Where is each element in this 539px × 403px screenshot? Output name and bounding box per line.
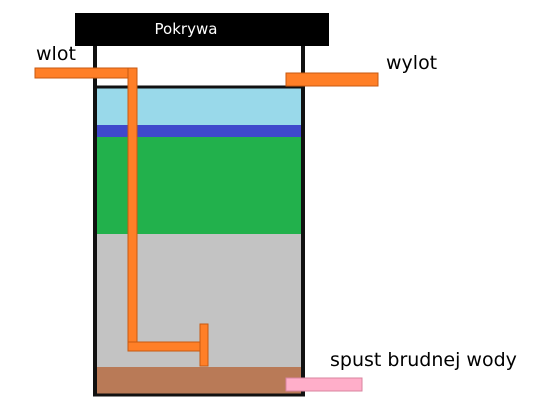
inlet-pipe-tee [199,323,209,367]
inlet-pipe-bottom [127,341,206,352]
outlet-label: wylot [386,52,437,74]
lid-block [75,13,329,46]
lid-label: Pokrywa [155,20,218,38]
inlet-pipe-vertical [127,67,138,351]
separator-layer [97,125,301,137]
inlet-pipe-horizontal [34,67,136,79]
sludge-layer [97,367,301,394]
drain-label: spust brudnej wody [330,349,517,371]
drain-pipe [285,377,363,392]
outlet-pipe [285,72,379,87]
inlet-label: wlot [36,43,76,65]
